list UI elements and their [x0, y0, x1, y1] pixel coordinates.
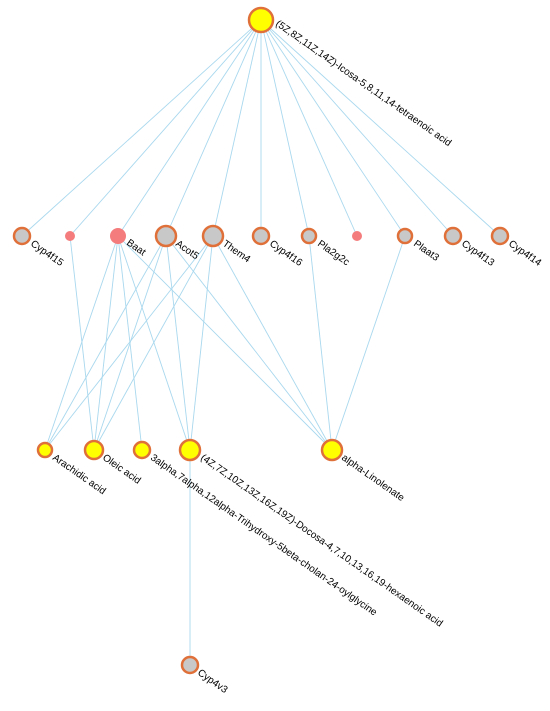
edge-them4-arach — [44, 235, 214, 451]
node-arach[interactable] — [36, 441, 54, 459]
label-pla2g2c: Pla2g2c — [315, 238, 351, 268]
node-pla2g2c[interactable] — [300, 227, 318, 245]
edge-acot5-alin — [165, 235, 333, 451]
labels-layer: (5Z,8Z,11Z,14Z)-Icosa-5,8,11,14-tetraeno… — [28, 18, 543, 696]
edge-acot5-oleic — [93, 235, 167, 451]
edge-them4-dha — [189, 235, 214, 451]
label-cyp4f16: Cyp4f16 — [267, 238, 304, 269]
node-them4[interactable] — [201, 224, 225, 248]
node-baat[interactable] — [110, 228, 126, 244]
edge-s1-oleic — [69, 235, 95, 451]
edge-aa-s2 — [260, 19, 358, 237]
edge-aa-plaat3 — [260, 19, 406, 237]
nodes-layer — [12, 6, 510, 675]
node-acot5[interactable] — [154, 224, 178, 248]
node-s1[interactable] — [65, 231, 75, 241]
node-cyp4f13[interactable] — [443, 226, 463, 246]
node-oleic[interactable] — [83, 439, 105, 461]
label-them4: Them4 — [220, 238, 252, 265]
label-oleic: Oleic acid — [100, 452, 142, 486]
node-plaat3[interactable] — [396, 227, 414, 245]
node-cyp4f16[interactable] — [251, 226, 271, 246]
edge-them4-alin — [212, 235, 333, 451]
label-cyp4v3: Cyp4v3 — [195, 667, 229, 696]
node-cyp4f14[interactable] — [490, 226, 510, 246]
node-alin[interactable] — [320, 438, 344, 462]
label-cyp4f15: Cyp4f15 — [28, 238, 65, 269]
edge-aa-pla2g2c — [260, 19, 310, 237]
edge-aa-them4 — [212, 19, 262, 237]
node-aa[interactable] — [247, 6, 275, 34]
node-cyp4v3[interactable] — [180, 655, 200, 675]
edge-acot5-arach — [44, 235, 167, 451]
label-aa: (5Z,8Z,11Z,14Z)-Icosa-5,8,11,14-tetraeno… — [273, 18, 453, 149]
label-cyp4f13: Cyp4f13 — [459, 238, 496, 269]
edge-aa-baat — [117, 19, 262, 237]
edge-acot5-dha — [165, 235, 191, 451]
edge-baat-arach — [44, 235, 119, 451]
label-bile: 3alpha,7alpha,12alpha-Trihydroxy-5beta-c… — [148, 452, 379, 618]
edges-layer — [21, 19, 501, 665]
edge-aa-cyp4f14 — [260, 19, 501, 237]
edge-pla2g2c-alin — [308, 235, 333, 451]
edge-aa-acot5 — [165, 19, 262, 237]
label-baat: Baat — [124, 237, 147, 258]
edge-aa-cyp4f13 — [260, 19, 454, 237]
edge-them4-oleic — [93, 235, 214, 451]
node-s2[interactable] — [352, 231, 362, 241]
label-plaat3: Plaat3 — [411, 238, 441, 264]
node-dha[interactable] — [178, 438, 202, 462]
node-cyp4f15[interactable] — [12, 226, 32, 246]
edge-plaat3-alin — [331, 235, 406, 451]
label-arach: Arachidic acid — [50, 452, 107, 497]
label-cyp4f14: Cyp4f14 — [506, 238, 543, 269]
edge-aa-s1 — [69, 19, 262, 237]
node-bile[interactable] — [132, 440, 152, 460]
edge-aa-cyp4f15 — [21, 19, 262, 237]
label-alin: alpha-Linolenate — [339, 452, 406, 504]
edge-baat-alin — [117, 235, 333, 451]
label-dha: (4Z,7Z,10Z,13Z,16Z,19Z)-Docosa-4,7,10,13… — [198, 452, 444, 629]
